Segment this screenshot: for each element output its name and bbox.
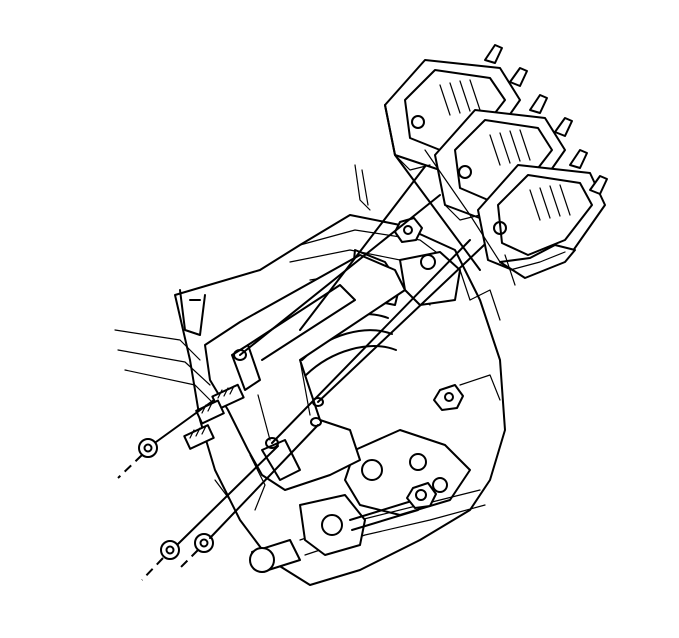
ignition-coil-3: [477, 149, 608, 286]
engine-block: [114, 164, 506, 586]
assembly-lines: [117, 159, 501, 581]
coil-stack-frame: [384, 104, 501, 271]
mounting-nut: [138, 438, 214, 560]
mounting-stud: [183, 383, 245, 450]
bolt: [394, 217, 464, 509]
coil-bracket: [204, 254, 406, 491]
